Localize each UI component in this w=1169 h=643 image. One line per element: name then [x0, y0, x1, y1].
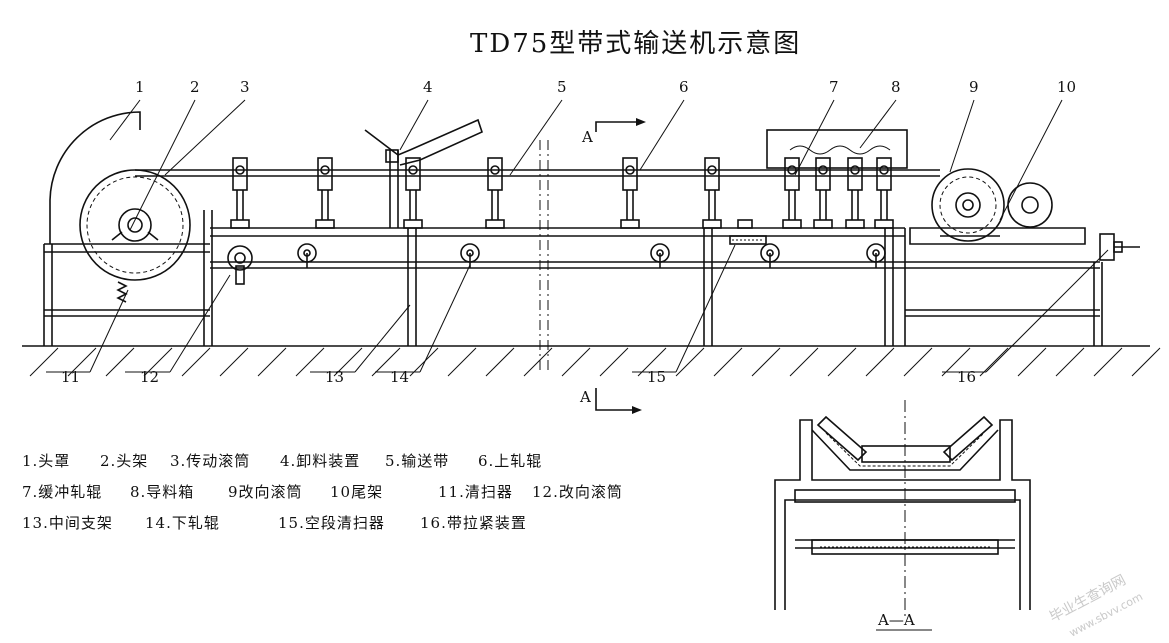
legend-item: 5.输送带	[385, 452, 449, 470]
callout-3: 3	[240, 78, 250, 96]
callout-9: 9	[969, 78, 979, 96]
callout-8: 8	[891, 78, 901, 96]
callout-14: 14	[390, 368, 409, 386]
legend-item: 12.改向滚筒	[532, 483, 623, 501]
legend-item: 3.传动滚筒	[170, 452, 250, 470]
legend-item: 13.中间支架	[22, 514, 113, 532]
guide-chute	[766, 129, 908, 169]
head-cleaner	[116, 281, 128, 303]
callout-6: 6	[679, 78, 689, 96]
callout-10: 10	[1057, 78, 1076, 96]
section-view-a-a: A—A	[774, 400, 1031, 631]
section-view-label: A—A	[877, 611, 915, 629]
callout-2: 2	[190, 78, 200, 96]
legend-item: 11.清扫器	[438, 483, 513, 501]
take-up-device	[1099, 233, 1140, 261]
drive-pulley	[79, 169, 191, 281]
legend-item: 14.下轧辊	[145, 514, 220, 532]
callout-4: 4	[423, 78, 433, 96]
legend: 1.头罩 2.头架 3.传动滚筒 4.卸料装置 5.输送带 6.上轧辊 7.缓冲轧辊 8.导料…	[22, 452, 623, 532]
intermediate-supports	[407, 228, 1103, 346]
callout-1: 1	[135, 78, 145, 96]
callout-11: 11	[61, 368, 80, 386]
head-cover	[49, 111, 141, 244]
callout-16: 16	[957, 368, 976, 386]
legend-item: 15.空段清扫器	[278, 514, 385, 532]
legend-item: 10尾架	[330, 483, 383, 501]
legend-item: 4.卸料装置	[280, 452, 360, 470]
callout-13: 13	[325, 368, 344, 386]
empty-section-cleaner	[729, 235, 767, 245]
legend-item: 7.缓冲轧辊	[22, 483, 102, 501]
callout-5: 5	[557, 78, 567, 96]
legend-item: 6.上轧辊	[478, 452, 542, 470]
head-frame	[43, 210, 213, 346]
snub-pulley	[227, 245, 253, 285]
section-mark-bottom: A	[579, 388, 591, 406]
ground-hatching	[29, 347, 1161, 377]
legend-item: 9改向滚筒	[228, 483, 303, 501]
legend-item: 2.头架	[100, 452, 148, 470]
tail-pulley	[909, 168, 1086, 245]
diagram-title: TD75型带式输送机示意图	[470, 29, 801, 59]
callout-7: 7	[829, 78, 839, 96]
section-mark-top: A	[581, 128, 593, 146]
callout-15: 15	[647, 368, 666, 386]
carrying-idlers	[230, 157, 894, 229]
discharge-device	[364, 118, 483, 228]
legend-item: 1.头罩	[22, 452, 70, 470]
legend-item: 8.导料箱	[130, 483, 194, 501]
return-idlers	[297, 243, 886, 268]
watermark: 毕业生查询网 www.sbvv.com	[1047, 572, 1145, 639]
callout-12: 12	[140, 368, 159, 386]
legend-item: 16.带拉紧装置	[420, 514, 527, 532]
